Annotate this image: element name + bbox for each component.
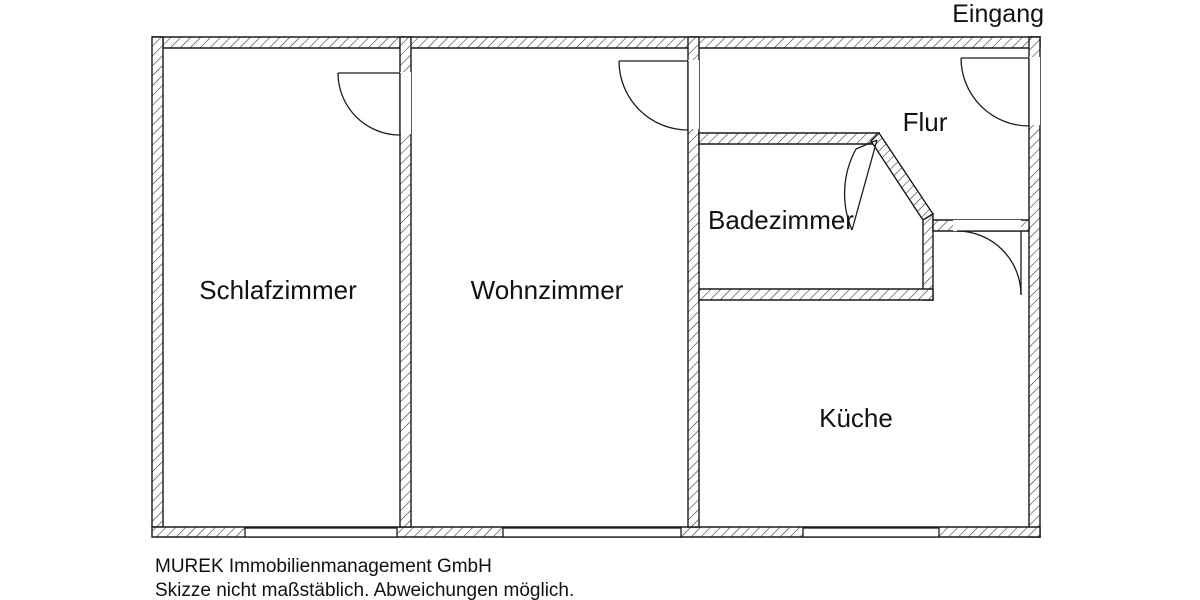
door-arc-bath (843, 148, 857, 231)
wall-living-right (687, 36, 700, 528)
interior-walls (399, 36, 1030, 528)
window-wohnzimmer (502, 527, 682, 538)
wall-bath-right (922, 212, 934, 301)
exterior-wall-left (151, 36, 164, 528)
opening-bedroom (400, 72, 411, 134)
room-label-schlafzimmer: Schlafzimmer (199, 275, 357, 305)
doors (337, 57, 1030, 296)
opening-entrance (1029, 57, 1040, 125)
door-arc-kitchen (956, 230, 1022, 296)
entrance-label: Eingang (952, 0, 1044, 28)
window-kueche (802, 527, 940, 538)
room-label-flur: Flur (903, 107, 948, 137)
wall-bath-top (698, 132, 881, 145)
door-leaf-bath (851, 139, 878, 231)
door-jamb-bath (855, 139, 878, 150)
opening-living (688, 60, 699, 129)
footer-disclaimer: Skizze nicht maßstäblich. Abweichungen m… (155, 580, 574, 600)
footer-company: MUREK Immobilienmanagement GmbH (155, 556, 492, 577)
door-kueche (956, 230, 1022, 296)
door-wohnzimmer (618, 60, 689, 131)
wall-bedroom-living (399, 36, 412, 528)
door-eingang (960, 57, 1030, 127)
footer-block: MUREK Immobilienmanagement GmbH Skizze n… (155, 556, 574, 600)
room-label-kueche: Küche (819, 403, 893, 433)
door-arc-living (618, 60, 689, 131)
door-arc-bedroom (337, 72, 401, 136)
wall-bath-diagonal (870, 131, 934, 221)
exterior-wall-top (152, 36, 1041, 49)
room-labels: Schlafzimmer Wohnzimmer Badezimmer Flur … (199, 107, 947, 433)
door-schlafzimmer (337, 72, 401, 136)
opening-kitchen (953, 220, 1021, 231)
room-label-wohnzimmer: Wohnzimmer (471, 275, 624, 305)
door-badezimmer (843, 139, 878, 231)
door-arc-entrance (960, 57, 1030, 127)
window-schlafzimmer (244, 527, 398, 538)
windows (244, 527, 940, 538)
wall-bath-bottom (698, 288, 934, 301)
room-label-badezimmer: Badezimmer (708, 205, 854, 235)
door-openings (400, 57, 1040, 231)
